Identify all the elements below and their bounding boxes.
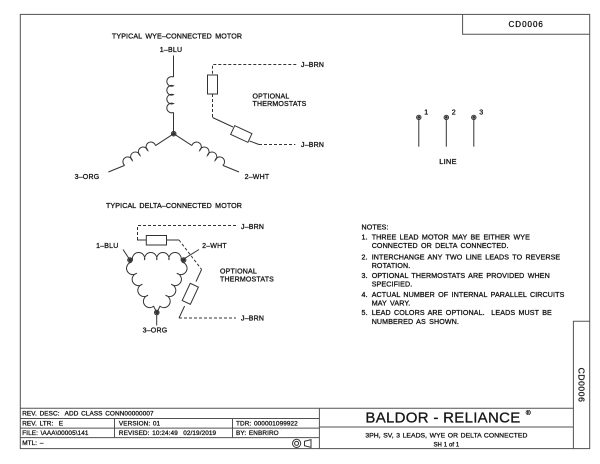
svg-text:LEAD COLORS ARE OPTIONAL. LEA: LEAD COLORS ARE OPTIONAL. LEADS MUST BE bbox=[372, 309, 552, 317]
svg-text:TDR: 000001099922: TDR: 000001099922 bbox=[236, 420, 298, 427]
svg-text:CD0006: CD0006 bbox=[577, 368, 587, 403]
svg-text:3: 3 bbox=[479, 110, 483, 117]
svg-text:NUMBERED AS SHOWN.: NUMBERED AS SHOWN. bbox=[372, 318, 459, 326]
svg-text:J–BRN: J–BRN bbox=[241, 224, 264, 231]
svg-text:1: 1 bbox=[424, 110, 428, 117]
svg-text:CONNECTED OR DELTA CONNECTED.: CONNECTED OR DELTA CONNECTED. bbox=[372, 242, 509, 250]
svg-text:3PH, SV, 3 LEADS, WYE OR DELTA: 3PH, SV, 3 LEADS, WYE OR DELTA CONNECTED bbox=[365, 433, 527, 440]
svg-text:2: 2 bbox=[452, 110, 456, 117]
svg-text:J–BRN: J–BRN bbox=[241, 316, 264, 323]
svg-text:TYPICAL DELTA–CONNECTED MOTOR: TYPICAL DELTA–CONNECTED MOTOR bbox=[106, 202, 242, 210]
svg-text:1–BLU: 1–BLU bbox=[96, 243, 118, 250]
svg-text:FILE: \AAA\00005\141: FILE: \AAA\00005\141 bbox=[22, 430, 89, 437]
svg-text:1.: 1. bbox=[362, 234, 368, 242]
svg-text:4.: 4. bbox=[362, 291, 368, 299]
svg-text:THREE LEAD MOTOR MAY BE EITHER: THREE LEAD MOTOR MAY BE EITHER WYE bbox=[372, 234, 530, 242]
svg-text:CD0006: CD0006 bbox=[509, 20, 544, 29]
svg-text:REV. DESC: ADD CLASS CONN0000: REV. DESC: ADD CLASS CONN00000007 bbox=[22, 411, 154, 418]
svg-text:SH 1 of 1: SH 1 of 1 bbox=[433, 443, 459, 449]
svg-text:2–WHT: 2–WHT bbox=[245, 174, 270, 181]
svg-text:REVISED: 10:24:49 02/19/2019: REVISED: 10:24:49 02/19/2019 bbox=[119, 430, 217, 437]
svg-text:OPTIONAL THERMOSTATS ARE PROVI: OPTIONAL THERMOSTATS ARE PROVIDED WHEN bbox=[372, 272, 550, 280]
svg-text:OPTIONAL: OPTIONAL bbox=[220, 268, 257, 275]
svg-text:5.: 5. bbox=[362, 309, 368, 317]
svg-text:TYPICAL WYE–CONNECTED MOTOR: TYPICAL WYE–CONNECTED MOTOR bbox=[112, 33, 242, 41]
svg-text:ACTUAL NUMBER OF INTERNAL PARA: ACTUAL NUMBER OF INTERNAL PARALLEL CIRCU… bbox=[372, 291, 565, 299]
svg-text:THERMOSTATS: THERMOSTATS bbox=[220, 277, 274, 284]
svg-text:BY: ENBRIRO: BY: ENBRIRO bbox=[236, 430, 279, 437]
svg-text:3–ORG: 3–ORG bbox=[75, 174, 100, 181]
svg-text:BALDOR - RELIANCE: BALDOR - RELIANCE bbox=[365, 410, 520, 427]
svg-text:VERSION: 01: VERSION: 01 bbox=[119, 420, 161, 427]
svg-text:2–WHT: 2–WHT bbox=[202, 243, 227, 250]
svg-text:2.: 2. bbox=[362, 253, 368, 261]
svg-text:J–BRN: J–BRN bbox=[301, 62, 324, 69]
svg-text:MTL: –: MTL: – bbox=[22, 440, 44, 447]
svg-text:ROTATION.: ROTATION. bbox=[372, 262, 411, 270]
svg-text:OPTIONAL: OPTIONAL bbox=[253, 93, 290, 100]
svg-text:THERMOSTATS: THERMOSTATS bbox=[253, 101, 307, 108]
svg-text:REV. LTR: E: REV. LTR: E bbox=[22, 420, 63, 427]
svg-text:3–ORG: 3–ORG bbox=[143, 328, 168, 335]
svg-text:3.: 3. bbox=[362, 272, 368, 280]
svg-text:J–BRN: J–BRN bbox=[301, 142, 324, 149]
svg-text:MAY VARY.: MAY VARY. bbox=[372, 299, 411, 307]
svg-text:INTERCHANGE ANY TWO LINE LEADS: INTERCHANGE ANY TWO LINE LEADS TO REVERS… bbox=[372, 253, 561, 261]
svg-text:®: ® bbox=[526, 409, 531, 417]
svg-text:SPECIFIED.: SPECIFIED. bbox=[372, 281, 413, 289]
svg-text:LINE: LINE bbox=[439, 157, 456, 166]
svg-text:1–BLU: 1–BLU bbox=[160, 47, 182, 54]
svg-text:NOTES:: NOTES: bbox=[362, 223, 389, 231]
